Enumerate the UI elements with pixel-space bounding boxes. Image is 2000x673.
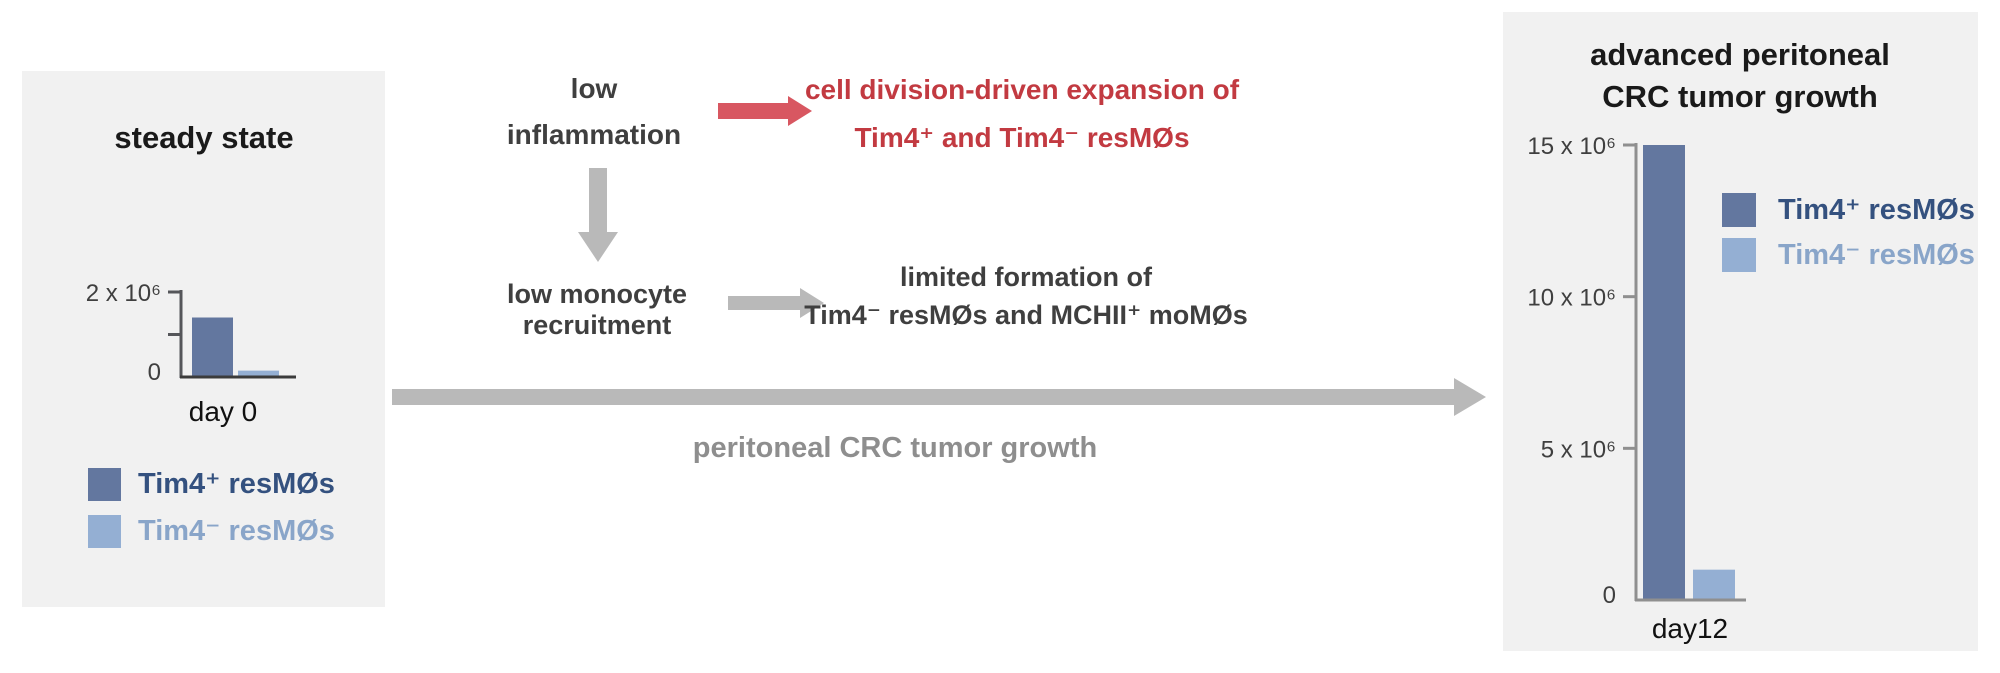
low-inflammation-line1: low [570, 73, 618, 104]
gray-outcome-text: limited formation of Tim4⁻ resMØs and MC… [804, 258, 1248, 334]
advanced-tumor-title-line2: CRC tumor growth [1602, 79, 1878, 114]
svg-text:0: 0 [1603, 582, 1616, 609]
red-outcome-text: cell division-driven expansion of Tim4⁺ … [805, 66, 1239, 162]
legend-item-tim4-neg: Tim4⁻ resMØs [88, 515, 335, 548]
tim4-neg-label: Tim4⁻ resMØs [1778, 239, 1975, 271]
svg-text:10 x 10⁶: 10 x 10⁶ [1527, 285, 1616, 312]
advanced-tumor-panel [1503, 12, 1978, 651]
red-right-arrow-icon [718, 96, 812, 126]
svg-text:15 x 10⁶: 15 x 10⁶ [1527, 133, 1616, 160]
tim4-pos-swatch [1722, 193, 1756, 227]
steady-state-bar-chart: 2 x 10⁶ 0 day 0 [86, 280, 296, 427]
timeline-arrow-icon [392, 378, 1486, 416]
low-inflammation-text: low inflammation [507, 66, 681, 158]
gray-right-arrow-icon [728, 288, 824, 318]
tim4-pos-label: Tim4⁺ resMØs [1778, 194, 1975, 226]
advanced-tumor-legend: Tim4⁺ resMØs Tim4⁻ resMØs [1722, 193, 1975, 283]
steady-state-title: steady state [114, 120, 294, 155]
legend-item-tim4-pos: Tim4⁺ resMØs [88, 468, 335, 501]
svg-text:0: 0 [148, 359, 161, 386]
tim4-pos-swatch [88, 468, 121, 501]
red-outcome-line2: Tim4⁺ and Tim4⁻ resMØs [854, 122, 1190, 153]
gray-outcome-line2: Tim4⁻ resMØs and MCHII⁺ moMØs [804, 300, 1248, 330]
legend-item-tim4-pos: Tim4⁺ resMØs [1722, 193, 1975, 227]
low-monocyte-text: low monocyte recruitment [507, 279, 687, 341]
gray-down-arrow-icon [578, 168, 618, 262]
tim4-neg-swatch [1722, 238, 1756, 272]
legend-item-tim4-neg: Tim4⁻ resMØs [1722, 238, 1975, 272]
advanced-tumor-title: advanced peritoneal CRC tumor growth [1590, 34, 1890, 118]
steady-state-legend: Tim4⁺ resMØs Tim4⁻ resMØs [88, 468, 335, 562]
low-inflammation-line2: inflammation [506, 119, 682, 150]
low-monocyte-line1: low monocyte [506, 279, 688, 309]
svg-text:2 x 10⁶: 2 x 10⁶ [86, 280, 161, 307]
gray-outcome-line1: limited formation of [900, 262, 1152, 292]
tim4-neg-label: Tim4⁻ resMØs [138, 515, 335, 547]
low-monocyte-line2: recruitment [522, 310, 672, 340]
advanced-tumor-title-line1: advanced peritoneal [1590, 37, 1890, 72]
svg-text:5 x 10⁶: 5 x 10⁶ [1541, 436, 1616, 463]
svg-text:day12: day12 [1652, 613, 1728, 644]
svg-text:day 0: day 0 [189, 396, 258, 427]
tim4-pos-label: Tim4⁺ resMØs [138, 468, 335, 500]
timeline-label: peritoneal CRC tumor growth [692, 432, 1098, 464]
tim4-neg-swatch [88, 515, 121, 548]
advanced-tumor-bar-chart: 15 x 10⁶ 10 x 10⁶ 5 x 10⁶ 0 day12 [1527, 133, 1746, 644]
red-outcome-line1: cell division-driven expansion of [804, 74, 1240, 105]
